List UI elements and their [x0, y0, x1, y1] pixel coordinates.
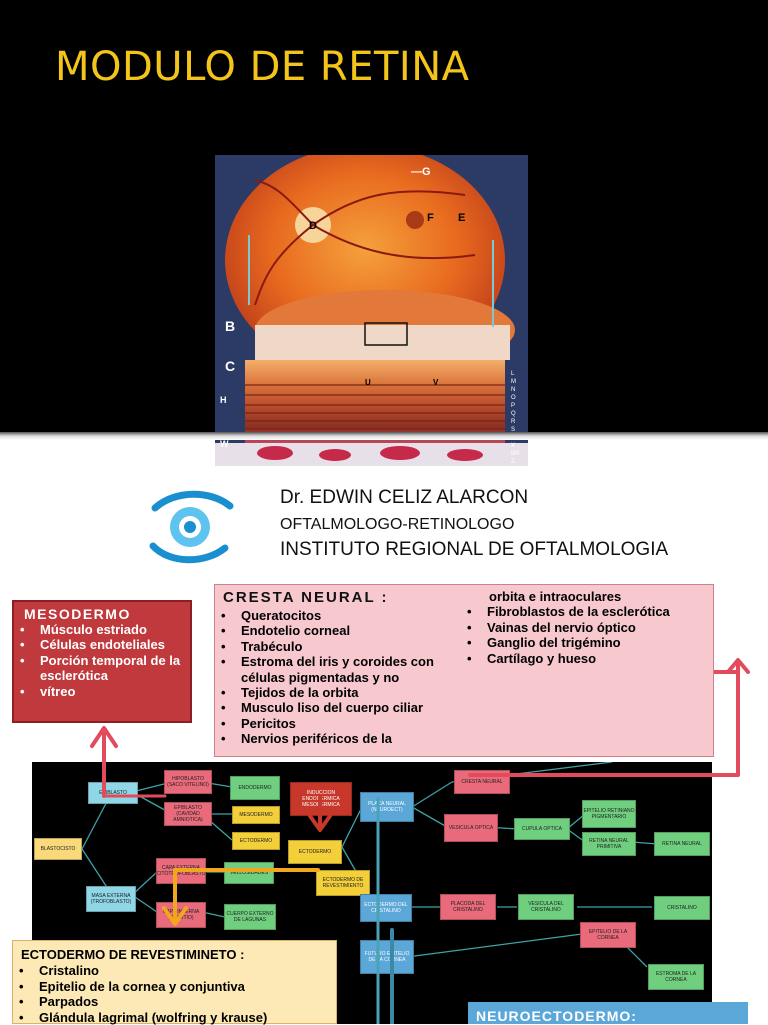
cresta-neural-box: CRESTA NEURAL : Queratocitos Endotelio c… — [214, 584, 714, 757]
node-placa-neural: PLACA NEURAL (NEUROECT) — [360, 792, 414, 822]
node-vellosidades: VELLOSIDADES — [224, 862, 274, 884]
svg-text:X: X — [511, 443, 515, 449]
svg-text:U: U — [365, 378, 371, 387]
svg-text:Q: Q — [511, 411, 516, 417]
node-blastocisto: BLASTOCISTO — [34, 838, 82, 860]
list-item: Cristalino — [13, 963, 336, 979]
band-separator — [0, 432, 768, 440]
list-item: Trabéculo — [215, 639, 460, 654]
node-vesicula-optica: VESICULA OPTICA — [444, 814, 498, 842]
node-capa-externa: CAPA EXTERNA (CITOTROFOBLASTO) — [156, 858, 206, 884]
cresta-continuation: orbita e intraoculares — [461, 589, 715, 604]
node-endodermo: ENDODERMO — [230, 776, 280, 800]
ectodermo-revestimiento-box: ECTODERMO DE REVESTIMINETO : Cristalino … — [12, 940, 337, 1024]
list-item: Fibroblastos de la esclerótica — [461, 604, 715, 619]
node-ectodermo-revestimiento: ECTODERMO DE REVESTIMIENTO — [316, 870, 370, 896]
node-cupula-optica: CUPULA OPTICA — [514, 818, 570, 840]
mesodermo-heading: MESODERMO — [14, 602, 190, 622]
node-epiblasto-amniotica: EPIBLASTO (CAVIDAD AMNIOTICA) — [164, 802, 212, 826]
author-name: Dr. EDWIN CELIZ ALARCON — [280, 487, 528, 509]
svg-text:W: W — [220, 439, 229, 449]
svg-text:H: H — [220, 395, 227, 405]
svg-text:C: C — [225, 358, 235, 374]
cresta-heading: CRESTA NEURAL : — [215, 589, 460, 606]
list-item: Estroma del iris y coroides con células … — [215, 654, 460, 685]
svg-text:F: F — [427, 212, 434, 224]
svg-text:B: B — [225, 318, 235, 334]
list-item: Células endoteliales — [14, 637, 190, 652]
neuroectodermo-box: NEUROECTODERMO: — [468, 1002, 748, 1024]
svg-text:V: V — [433, 378, 439, 387]
svg-text:O: O — [511, 395, 516, 401]
list-item: Músculo estriado — [14, 622, 190, 637]
node-capa-interna: CAPA INTERNA (SINCITIO) — [156, 902, 206, 928]
cresta-list-right: Fibroblastos de la esclerótica Vainas de… — [461, 604, 715, 666]
node-epitelio-pigmentario: EPITELIO RETINIANO PIGMENTARIO — [582, 800, 636, 828]
cresta-right-column: orbita e intraoculares Fibroblastos de l… — [461, 589, 715, 666]
list-item: Epitelio de la cornea y conjuntiva — [13, 979, 336, 995]
node-estroma-cornea: ESTROMA DE LA CORNEA — [648, 964, 704, 990]
slide-title: MODULO DE RETINA — [55, 44, 470, 90]
ectodermo-list: Cristalino Epitelio de la cornea y conju… — [13, 963, 336, 1025]
node-futuro-epitelio: FUTURO EPITELIO DE LA CORNEA — [360, 940, 414, 974]
list-item: Endotelio corneal — [215, 623, 460, 638]
list-item: Pericitos — [215, 716, 460, 731]
svg-text:Z: Z — [511, 459, 515, 465]
node-vesicula-cristalino: VESICULA DEL CRISTALINO — [518, 894, 574, 920]
svg-text:N: N — [511, 387, 515, 393]
svg-text:BR: BR — [511, 451, 520, 457]
node-cuerpo-externo: CUERPO EXTERNO DE LAGUNAS — [224, 904, 276, 930]
svg-text:D: D — [309, 220, 317, 232]
node-induccion: INDUCCION ENDODERMICA MESODERMICA — [290, 782, 352, 816]
eye-logo-icon — [145, 488, 235, 566]
node-mesodermo: MESODERMO — [232, 806, 280, 824]
list-item: Musculo liso del cuerpo ciliar — [215, 700, 460, 715]
list-item: Parpados — [13, 994, 336, 1010]
node-masa-externa: MASA EXTERNA (TROFOBLASTO) — [86, 886, 136, 912]
mesodermo-box: MESODERMO Músculo estriado Células endot… — [12, 600, 192, 723]
mesodermo-list: Músculo estriado Células endoteliales Po… — [14, 622, 190, 699]
list-item: Nervios periféricos de la — [215, 731, 460, 746]
list-item: Ganglio del trigémino — [461, 635, 715, 650]
author-institute: INSTITUTO REGIONAL DE OFTALMOLOGIA — [280, 539, 668, 561]
list-item: Queratocitos — [215, 608, 460, 623]
node-ectodermo: ECTODERMO — [288, 840, 342, 864]
list-item: vítreo — [14, 684, 190, 699]
list-item: Vainas del nervio óptico — [461, 620, 715, 635]
author-role: OFTALMOLOGO-RETINOLOGO — [280, 516, 514, 534]
cresta-list-left: Queratocitos Endotelio corneal Trabéculo… — [215, 608, 460, 747]
list-item: Porción temporal de la esclerótica — [14, 653, 190, 684]
node-ectodermo-cristalino: ECTODERMO DEL CRISTALINO — [360, 894, 412, 922]
list-item: Glándula lagrimal (wolfring y krause) — [13, 1010, 336, 1025]
svg-text:—G: —G — [411, 166, 431, 178]
svg-text:E: E — [458, 212, 465, 224]
node-epitelio-cornea: EPITELIO DE LA CORNEA — [580, 922, 636, 948]
node-cresta-neural: CRESTA NEURAL — [454, 770, 510, 794]
node-retina-neural: RETINA NEURAL — [654, 832, 710, 856]
list-item: Cartílago y hueso — [461, 651, 715, 666]
node-placoda: PLACODA DEL CRISTALINO — [440, 894, 496, 920]
node-retina-neural-primitiva: RETINA NEURAL PRIMITIVA — [582, 832, 636, 856]
node-ectodermo-small: ECTODERMO — [232, 832, 280, 850]
svg-text:P: P — [511, 403, 515, 409]
node-cristalino: CRISTALINO — [654, 896, 710, 920]
node-epiblasto: EPIBLASTO — [88, 782, 138, 804]
svg-text:M: M — [511, 379, 516, 385]
node-hipoblasto: HIPOBLASTO (SACO VITELINO) — [164, 770, 212, 794]
list-item: Tejidos de la orbita — [215, 685, 460, 700]
cresta-left-column: CRESTA NEURAL : Queratocitos Endotelio c… — [215, 589, 460, 747]
svg-text:R: R — [511, 419, 516, 425]
ectodermo-heading: ECTODERMO DE REVESTIMINETO : — [13, 947, 336, 963]
